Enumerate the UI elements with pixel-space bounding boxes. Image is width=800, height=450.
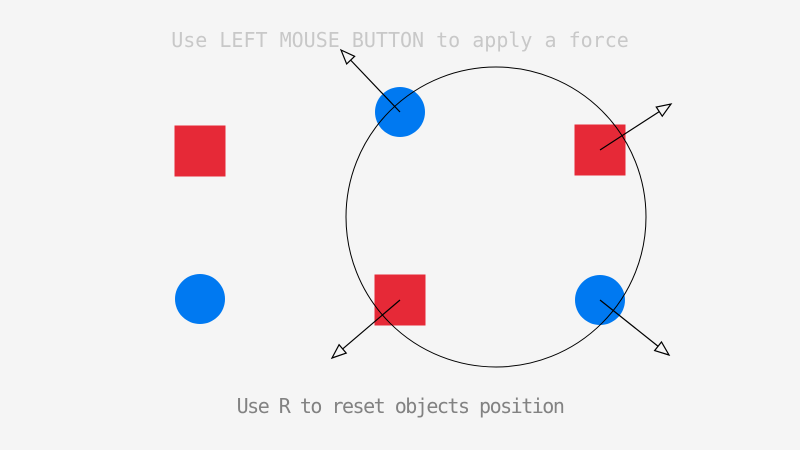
force-arrow-head-red-square-right xyxy=(655,103,673,118)
force-arrow-shaft-blue-circle-top xyxy=(350,59,401,113)
force-radius-circle xyxy=(345,66,647,368)
force-arrow-head-red-square-bottom xyxy=(330,343,348,360)
instruction-reset: Use R to reset objects position xyxy=(236,394,565,418)
physics-object-blue-circle-left[interactable] xyxy=(175,274,225,324)
force-arrow-shaft-red-square-right xyxy=(599,111,660,151)
instruction-apply-force: Use LEFT MOUSE BUTTON to apply a force xyxy=(171,28,629,52)
physics-object-red-square-left[interactable] xyxy=(174,125,226,177)
force-arrow-shaft-blue-circle-bottom-right xyxy=(599,299,659,347)
force-arrow-head-blue-circle-top xyxy=(339,48,356,65)
force-arrow-head-blue-circle-bottom-right xyxy=(653,340,671,357)
force-arrow-shaft-red-square-bottom xyxy=(342,299,401,350)
